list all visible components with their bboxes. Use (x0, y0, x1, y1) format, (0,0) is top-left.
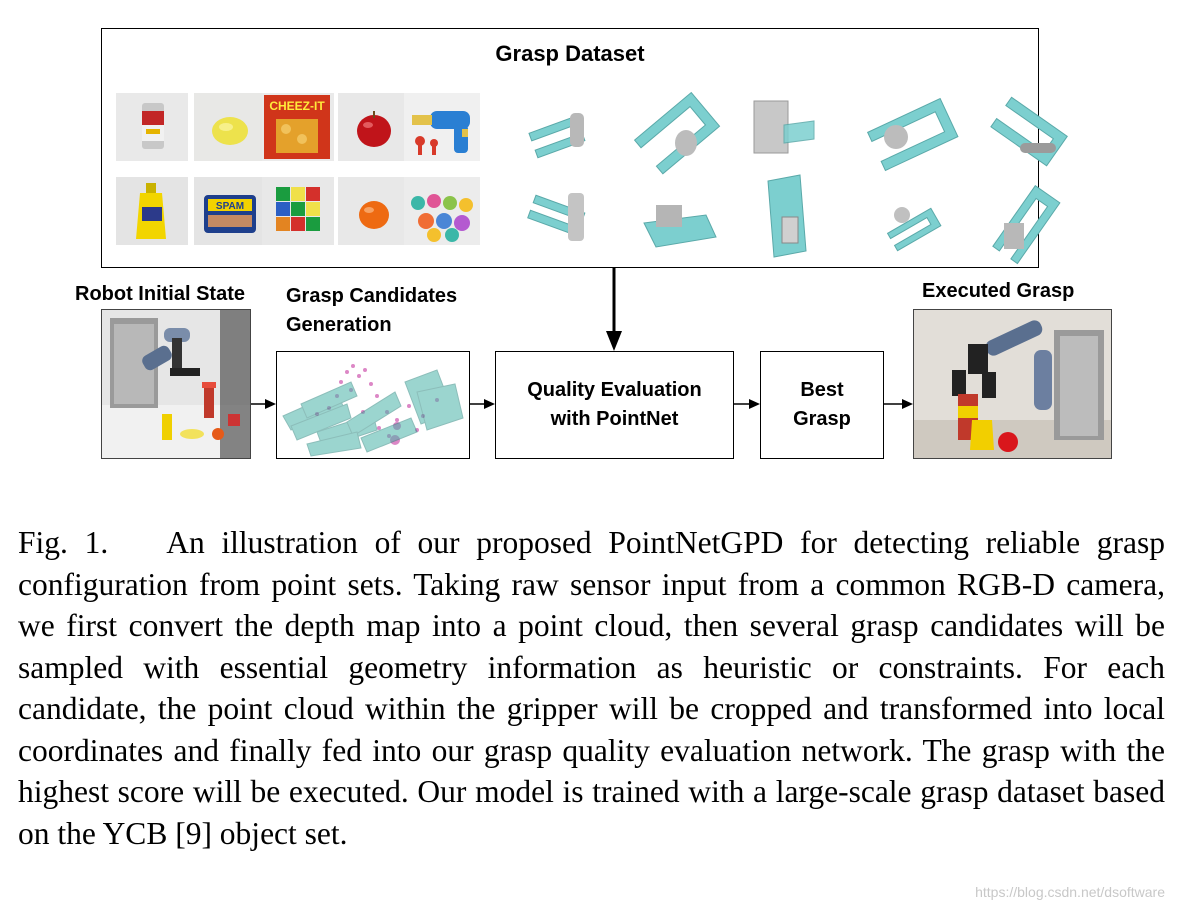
quality-evaluation-box: Quality Evaluation with PointNet (495, 351, 734, 459)
grasp-render-9 (872, 185, 972, 265)
dataset-to-quality-arrow (606, 267, 622, 351)
candidates-to-quality-arrow (470, 399, 495, 409)
grasp-render-4 (864, 91, 964, 172)
orange-photo (338, 177, 410, 245)
grasp-render-5 (984, 95, 1084, 175)
best-grasp-line1: Best (800, 379, 844, 401)
best-grasp-box: Best Grasp (760, 351, 884, 459)
executed-grasp-image (913, 309, 1112, 459)
rubiks-cube-photo (262, 177, 334, 245)
cheez-it-photo: CHEEZ-IT (262, 93, 334, 161)
best-to-executed-arrow (884, 399, 913, 409)
apple-photo (338, 93, 410, 161)
robot-to-candidates-arrow (251, 399, 276, 409)
grasp-render-8 (748, 173, 848, 258)
quality-evaluation-line2: with PointNet (550, 408, 679, 430)
grasp-render-10 (982, 175, 1082, 265)
grasp-render-2 (630, 87, 730, 175)
grasp-render-7 (636, 187, 736, 267)
executed-grasp-label: Executed Grasp (922, 280, 1075, 302)
mustard-photo (116, 177, 188, 245)
watermark: https://blog.csdn.net/dsoftware (975, 884, 1165, 900)
robot-initial-state-label: Robot Initial State (75, 283, 245, 305)
grasp-candidates-label-line1: Grasp Candidates (286, 285, 458, 307)
figure-caption-text: An illustration of our proposed PointNet… (18, 525, 1165, 851)
grasp-render-3 (750, 95, 850, 175)
lemon-photo (194, 93, 266, 161)
spam-photo: SPAM (194, 177, 266, 245)
robot-initial-state-image (101, 309, 251, 459)
grasp-render-6 (522, 179, 622, 259)
grasp-dataset-panel: Grasp Dataset CHEEZ-IT SPAM (101, 28, 1068, 268)
grasp-candidates-label-line2: Generation (286, 314, 392, 336)
grasp-candidates-image (276, 351, 470, 459)
grasp-render-1 (520, 89, 620, 169)
best-grasp-line2: Grasp (793, 408, 851, 430)
grasp-dataset-title: Grasp Dataset (495, 41, 645, 66)
spam-label: SPAM (216, 201, 244, 212)
power-drill-photo (404, 93, 480, 161)
cheez-it-label: CHEEZ-IT (269, 99, 325, 113)
quality-to-best-arrow (734, 399, 760, 409)
cups-photo (404, 177, 480, 245)
figure-caption-lead: Fig. 1. (18, 525, 109, 560)
soup-can-photo (116, 93, 188, 161)
grasp-candidates-label: Grasp Candidates Generation (286, 282, 457, 340)
figure-caption: Fig. 1.An illustration of our proposed P… (18, 522, 1165, 854)
quality-evaluation-line1: Quality Evaluation (527, 379, 702, 401)
